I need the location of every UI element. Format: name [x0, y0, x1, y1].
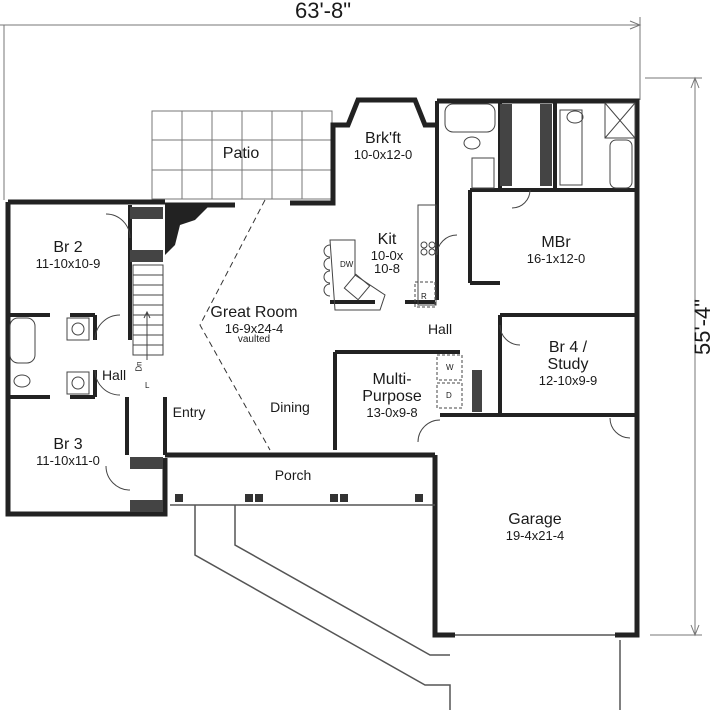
room-kit-size-2: 10-8 — [373, 261, 401, 277]
room-garage-size: 19-4x21-4 — [505, 527, 565, 543]
room-br4-name-2: Study — [547, 355, 589, 373]
room-brkft-name: Brk'ft — [365, 130, 401, 147]
room-great-room-note: vaulted — [237, 334, 271, 346]
room-kit-size-1: 10-0x — [370, 247, 404, 263]
room-br4: Br 4 / Study 12-10x9-9 — [538, 339, 598, 388]
room-multi-purpose: Multi- Purpose 13-0x9-8 — [362, 371, 422, 420]
room-br3-name: Br 3 — [53, 436, 83, 453]
room-br4-name-1: Br 4 / — [548, 339, 588, 356]
room-mbr-name: MBr — [541, 234, 571, 251]
room-br3-size: 11-10x11-0 — [36, 452, 100, 468]
overall-depth-dimension: 55'-4" — [690, 298, 715, 355]
room-brkft-size: 10-0x12-0 — [353, 146, 413, 162]
room-br3: Br 3 11-10x11-0 — [36, 436, 100, 468]
room-kit: Kit 10-0x 10-8 — [370, 231, 404, 277]
room-brkft: Brk'ft 10-0x12-0 — [353, 130, 413, 162]
room-hall-left-name: Hall — [101, 367, 127, 383]
room-mbr: MBr 16-1x12-0 — [526, 234, 586, 266]
room-multi-name-2: Purpose — [362, 387, 422, 405]
room-great-room-size: 16-9x24-4 — [224, 320, 284, 336]
room-hall-center-name: Hall — [427, 321, 453, 337]
overall-width-dimension: 63'-8" — [295, 0, 352, 23]
room-garage-name: Garage — [508, 511, 562, 528]
room-multi-name-1: Multi- — [372, 371, 412, 388]
washer-label: W — [446, 363, 454, 372]
room-patio-name: Patio — [222, 145, 260, 162]
room-great-room-name: Great Room — [210, 304, 298, 321]
room-kit-name: Kit — [377, 231, 397, 248]
room-br2: Br 2 11-10x10-9 — [35, 239, 101, 271]
dryer-label: D — [446, 391, 452, 400]
dishwasher-label: DW — [340, 260, 354, 269]
room-entry-name: Entry — [172, 404, 206, 420]
linen-closet-label: L — [145, 381, 150, 390]
room-dining-name: Dining — [270, 399, 310, 415]
stair-down-label: Dn — [134, 361, 144, 372]
room-br4-size: 12-10x9-9 — [538, 372, 598, 388]
room-porch-name: Porch — [274, 467, 312, 483]
room-mbr-size: 16-1x12-0 — [526, 250, 586, 266]
room-br2-size: 11-10x10-9 — [35, 255, 101, 271]
room-great-room: Great Room 16-9x24-4 vaulted — [210, 304, 298, 346]
room-multi-size: 13-0x9-8 — [366, 404, 418, 420]
room-br2-name: Br 2 — [53, 239, 83, 256]
room-garage: Garage 19-4x21-4 — [505, 511, 565, 543]
refrigerator-label: R — [421, 292, 427, 301]
